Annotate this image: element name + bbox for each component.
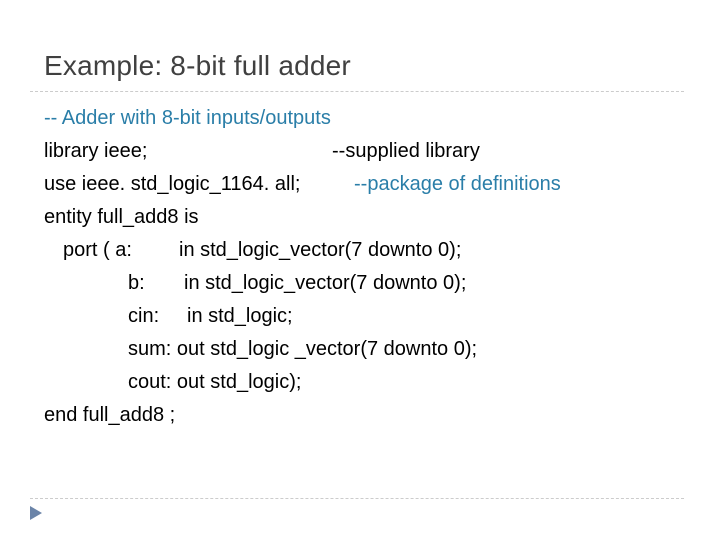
footer-divider (30, 498, 684, 499)
code-line-1: -- Adder with 8-bit inputs/outputs (44, 102, 704, 135)
code-line-5: port ( a: in std_logic_vector(7 downto 0… (44, 234, 704, 267)
port-cout: cout: out std_logic); (128, 371, 302, 393)
comment-package-definitions: --package of definitions (354, 173, 561, 195)
vhdl-code-block: -- Adder with 8-bit inputs/outputs libra… (44, 102, 704, 432)
title-divider (30, 91, 684, 92)
port-b-label: b: (128, 272, 145, 294)
triangle-right-icon[interactable] (30, 506, 42, 520)
comment-supplied-library: --supplied library (332, 140, 480, 162)
port-cin-label: cin: (128, 305, 160, 327)
code-line-6: b: in std_logic_vector(7 downto 0); (44, 267, 704, 300)
port-cin-type: in std_logic; (187, 305, 293, 327)
port-sum: sum: out std_logic _vector(7 downto 0); (128, 338, 478, 360)
code-line-9: cout: out std_logic); (44, 366, 704, 399)
code-line-7: cin: in std_logic; (44, 300, 704, 333)
port-a-type: in std_logic_vector(7 downto 0); (179, 239, 462, 261)
code-line-8: sum: out std_logic _vector(7 downto 0); (44, 333, 704, 366)
port-b-type: in std_logic_vector(7 downto 0); (184, 272, 467, 294)
library-statement: library ieee; (44, 140, 148, 162)
code-line-3: use ieee. std_logic_1164. all; --package… (44, 168, 704, 201)
entity-declaration: entity full_add8 is (44, 206, 199, 228)
code-line-10: end full_add8 ; (44, 399, 704, 432)
code-line-4: entity full_add8 is (44, 201, 704, 234)
code-line-2: library ieee; --supplied library (44, 135, 704, 168)
end-entity: end full_add8 ; (44, 404, 176, 426)
slide-title: Example: 8-bit full adder (44, 50, 351, 81)
comment-adder-description: -- Adder with 8-bit inputs/outputs (44, 107, 331, 129)
use-statement: use ieee. std_logic_1164. all; (44, 173, 301, 195)
port-a-label: port ( a: (63, 239, 132, 261)
